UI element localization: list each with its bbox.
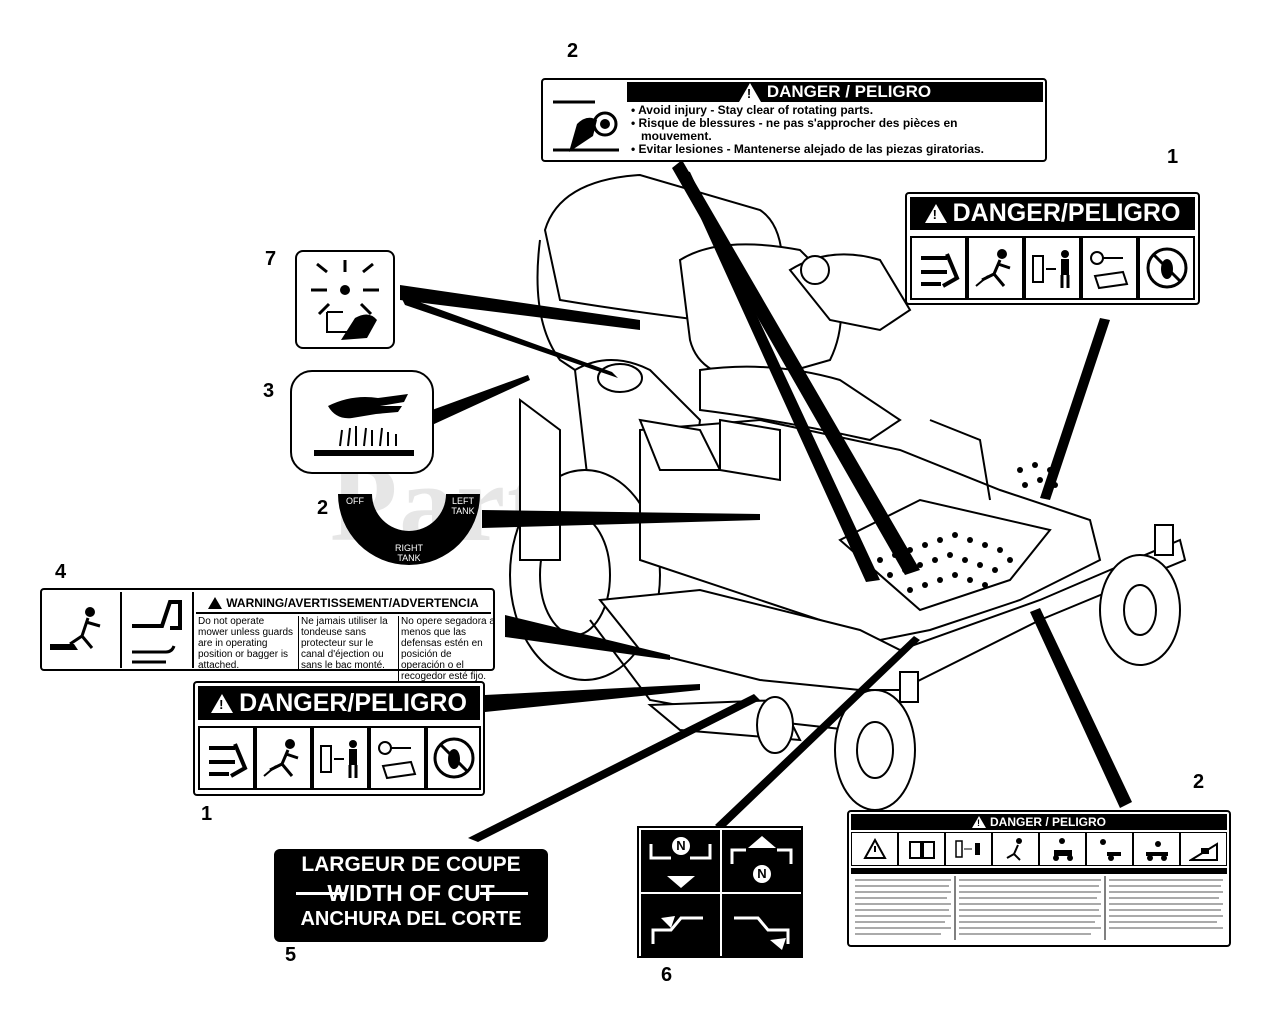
warning-triangle-icon — [208, 597, 223, 609]
warning-text-spanish: No opere segadora a menos que las defens… — [398, 616, 495, 682]
decal-rotating-parts: DANGER / PELIGRO • Avoid injury - Stay c… — [541, 78, 1047, 162]
neutral-label: N — [676, 838, 686, 853]
warning-text-english: Do not operate mower unless guards are i… — [198, 616, 294, 671]
manual-icon — [898, 832, 945, 866]
warning-header-bar: WARNING/AVERTISSEMENT/ADVERTENCIA — [196, 594, 491, 614]
decal-header-text: DANGER / PELIGRO — [989, 815, 1106, 829]
fuel-right-tank-label: RIGHT TANK — [395, 543, 423, 563]
decal-danger-multipanel: DANGER / PELIGRO — [847, 810, 1231, 947]
thrown-object-icon — [44, 592, 122, 668]
decal-fuel-selector: OFF LEFT TANK RIGHT TANK — [336, 494, 482, 568]
callout-number-1-bottom: 1 — [201, 803, 213, 825]
callout-number-7: 7 — [265, 248, 277, 270]
danger-header-bar: DANGER/PELIGRO — [198, 686, 480, 720]
warning-triangle-icon — [851, 832, 898, 866]
decal-header-text: DANGER/PELIGRO — [952, 199, 1181, 227]
callout-number-5: 5 — [285, 944, 297, 966]
width-line-english: WIDTH OF CUT — [327, 880, 495, 906]
fuel-left-tank-label: LEFT TANK — [451, 496, 475, 516]
fuel-off-label: OFF — [346, 496, 364, 506]
divider-left — [296, 892, 344, 895]
icon-row — [198, 726, 481, 790]
bystander-distance-icon — [945, 832, 992, 866]
decal-header-text: DANGER / PELIGRO — [766, 82, 932, 101]
decal-width-of-cut: LARGEUR DE COUPE WIDTH OF CUT ANCHURA DE… — [274, 849, 548, 942]
turn-right-quadrant — [722, 894, 801, 956]
thrown-object-icon — [255, 726, 312, 790]
decal-blade-hazard — [295, 250, 395, 349]
mower-slip-icon — [198, 726, 255, 790]
turn-left-quadrant — [641, 894, 720, 956]
key-manual-icon — [369, 726, 426, 790]
no-hand-icon — [1138, 236, 1195, 300]
thrown-object-icon — [967, 236, 1024, 300]
rotating-parts-icon — [547, 84, 623, 156]
decal-line: mouvement. — [631, 129, 712, 143]
warning-triangle-icon — [211, 693, 234, 713]
decal-motion-control: N N — [637, 826, 803, 958]
blade-hazard-icon — [311, 260, 379, 340]
callout-number-1-top: 1 — [1167, 146, 1179, 168]
fine-print-area — [851, 868, 1227, 942]
divider-right — [480, 892, 528, 895]
towing-icon — [1133, 832, 1180, 866]
warning-triangle-icon — [971, 816, 986, 828]
bystander-distance-icon — [312, 726, 369, 790]
forward-neutral-quadrant: N — [722, 830, 801, 892]
hot-surface-icon — [314, 394, 414, 456]
callout-number-6: 6 — [661, 964, 673, 986]
child-bystander-icon — [1086, 832, 1133, 866]
width-line-spanish: ANCHURA DEL CORTE — [300, 908, 522, 930]
decal-header-text: DANGER/PELIGRO — [239, 688, 467, 717]
decal-hot-surface — [290, 370, 434, 474]
decal-line: • Risque de blessures - ne pas s'approch… — [631, 116, 958, 130]
chute-guard-icon — [122, 592, 194, 668]
key-manual-icon — [1081, 236, 1138, 300]
mower-slip-icon — [910, 236, 967, 300]
warning-text-french: Ne jamais utiliser la tondeuse sans prot… — [298, 616, 397, 671]
callout-number-3: 3 — [263, 380, 275, 402]
mower-rider-icon — [1039, 832, 1086, 866]
decal-danger-icons-top: DANGER/PELIGRO — [905, 192, 1200, 305]
danger-header-bar: DANGER / PELIGRO — [851, 814, 1227, 830]
decal-text-block: • Avoid injury - Stay clear of rotating … — [631, 104, 1041, 156]
danger-header-bar: DANGER/PELIGRO — [910, 197, 1195, 230]
decal-warning-guards: WARNING/AVERTISSEMENT/ADVERTENCIA Do not… — [40, 588, 495, 682]
icon-row — [910, 236, 1195, 300]
thrown-object-icon — [992, 832, 1039, 866]
callout-number-2-fuel: 2 — [317, 497, 329, 519]
icon-row — [851, 832, 1227, 866]
callout-number-2-top: 2 — [567, 40, 579, 62]
width-line-french: LARGEUR DE COUPE — [301, 853, 521, 876]
decal-header-text: WARNING/AVERTISSEMENT/ADVERTENCIA — [226, 596, 479, 610]
warning-triangle-icon — [924, 204, 947, 223]
callout-number-2-right: 2 — [1193, 771, 1205, 793]
bystander-distance-icon — [1024, 236, 1081, 300]
slope-icon — [1180, 832, 1227, 866]
callout-number-4: 4 — [55, 561, 67, 583]
decal-line: • Avoid injury - Stay clear of rotating … — [631, 103, 874, 117]
danger-header-bar: DANGER / PELIGRO — [627, 82, 1043, 102]
decal-danger-icons-bottom: DANGER/PELIGRO — [193, 681, 485, 796]
warning-triangle-icon — [738, 82, 761, 102]
neutral-reverse-quadrant: N — [641, 830, 720, 892]
decal-line: • Evitar lesiones - Mantenerse alejado d… — [631, 142, 985, 156]
neutral-label: N — [757, 866, 767, 881]
no-hand-icon — [426, 726, 481, 790]
